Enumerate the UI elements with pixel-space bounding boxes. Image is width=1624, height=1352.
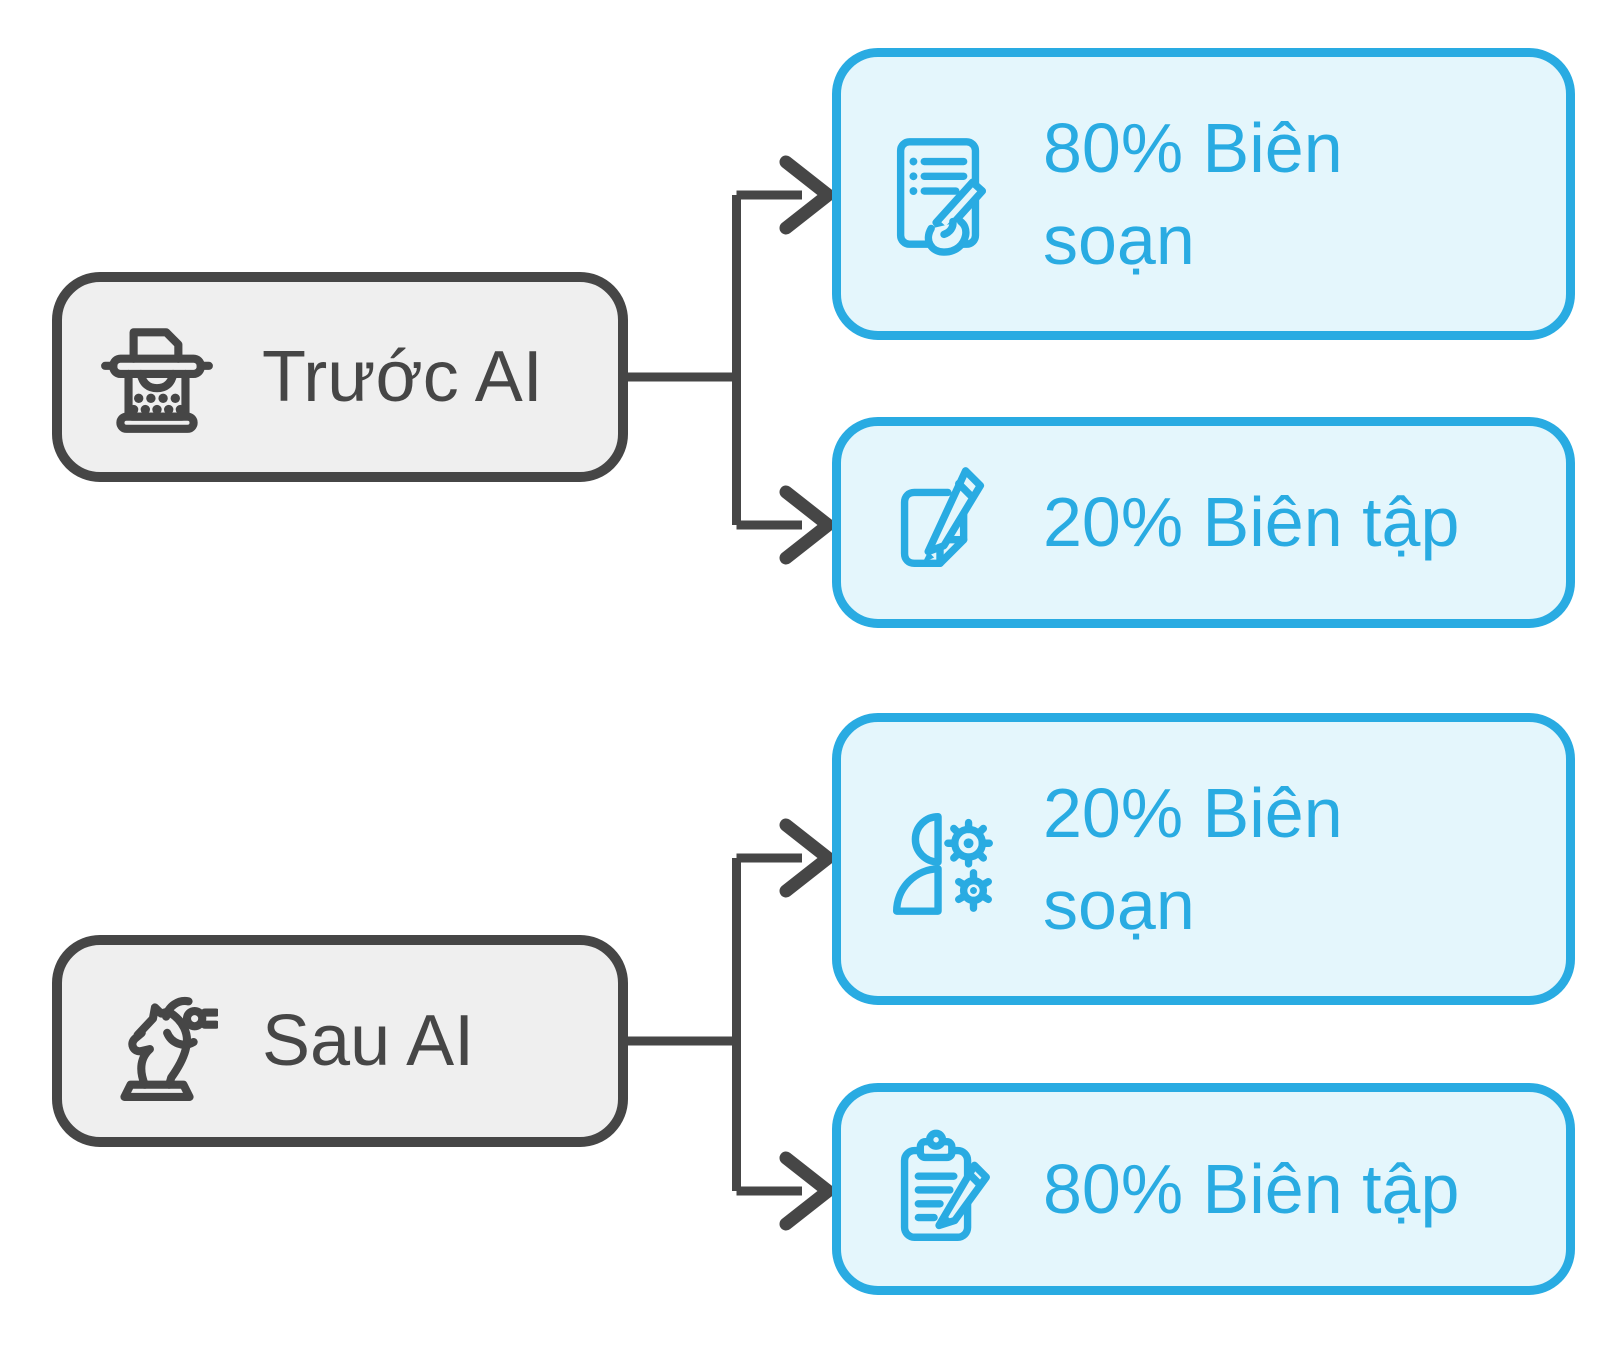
node-20-bien-soan: 20% Biên soạn — [832, 713, 1575, 1005]
notepad-pen-icon — [900, 466, 985, 567]
child-node-label: 20% Biên soạn — [1043, 773, 1343, 944]
person-gears-icon — [893, 812, 993, 915]
node-truoc-ai: Trước AI — [52, 272, 628, 482]
node-sau-ai: Sau AI — [52, 935, 628, 1147]
node-80-bien-soan: 80% Biên soạn — [832, 48, 1575, 340]
document-writing-hand-icon — [896, 138, 987, 256]
parent-node-label: Sau AI — [262, 1001, 475, 1081]
child-node-label: 20% Biên tập — [1043, 483, 1460, 562]
child-node-label: 80% Biên tập — [1043, 1149, 1460, 1228]
node-20-bien-tap: 20% Biên tập — [832, 417, 1575, 628]
typewriter-icon — [101, 328, 213, 433]
parent-node-label: Trước AI — [262, 337, 543, 417]
chess-knight-gear-icon — [120, 996, 218, 1101]
clipboard-pencil-icon — [900, 1129, 990, 1241]
node-80-bien-tap: 80% Biên tập — [832, 1083, 1575, 1295]
child-node-label: 80% Biên soạn — [1043, 108, 1343, 279]
